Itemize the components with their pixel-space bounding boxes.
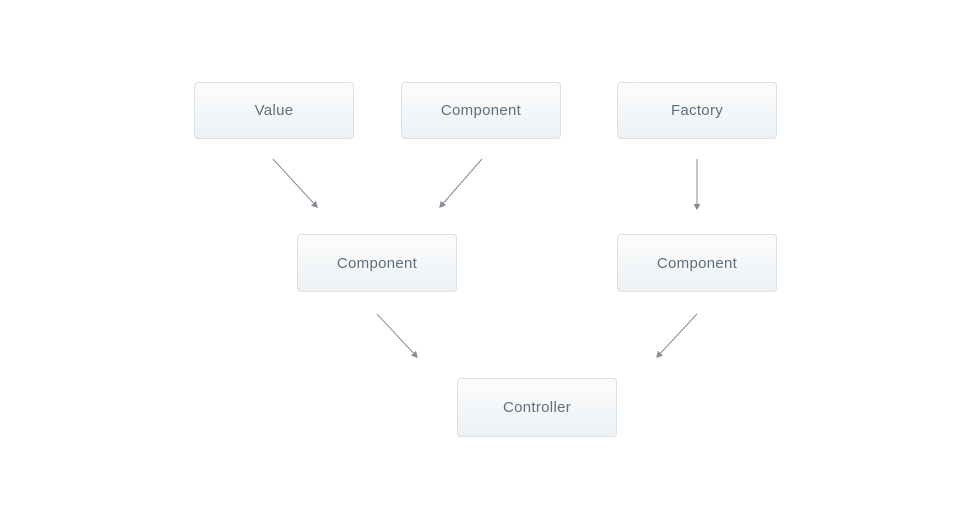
- node-factory-label: Factory: [670, 102, 724, 119]
- node-component-left-label: Component: [336, 254, 418, 272]
- edge-value-to-component-left: [272, 158, 318, 208]
- node-component-left: Component: [297, 234, 457, 292]
- edge-component-right-to-controller: [656, 313, 698, 358]
- node-component-top: Component: [401, 82, 561, 139]
- node-component-right: Component: [617, 234, 777, 292]
- node-component-top-label: Component: [440, 102, 522, 119]
- node-controller-label: Controller: [502, 399, 572, 416]
- node-value-label: Value: [254, 102, 294, 119]
- edge-component-top-to-component-left: [439, 158, 483, 208]
- node-component-right-label: Component: [656, 254, 738, 272]
- node-value: Value: [194, 82, 354, 139]
- edge-component-left-to-controller: [376, 313, 418, 358]
- node-controller: Controller: [457, 378, 617, 437]
- node-factory: Factory: [617, 82, 777, 139]
